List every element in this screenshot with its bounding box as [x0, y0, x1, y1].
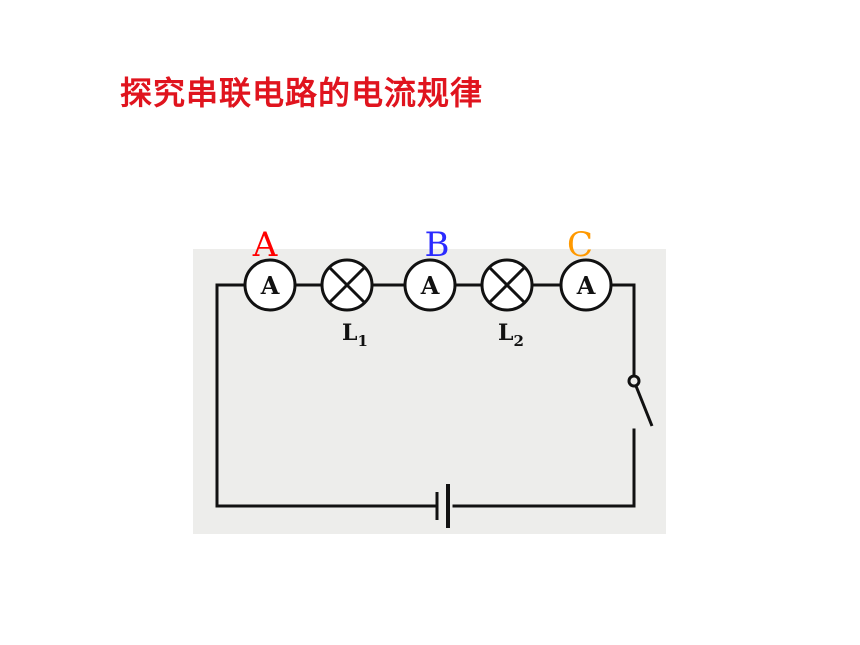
- ammeter-b: A: [403, 258, 457, 312]
- page-title: 探究串联电路的电流规律: [120, 74, 484, 112]
- point-c-label: C: [567, 225, 593, 265]
- ammeter-c-symbol: A: [576, 271, 596, 300]
- lamp-l2: [480, 258, 534, 312]
- point-b-label: B: [425, 225, 450, 265]
- circuit-wires: [215, 283, 636, 508]
- lamp-l1-label: L1: [342, 320, 368, 350]
- lamp-l2-label: L2: [498, 320, 524, 350]
- ammeter-c: A: [559, 258, 613, 312]
- switch-symbol: [627, 374, 654, 427]
- ammeter-a: A: [243, 258, 297, 312]
- ammeter-b-symbol: A: [420, 271, 440, 300]
- ammeter-a-symbol: A: [260, 271, 280, 300]
- lamp-l1: [320, 258, 374, 312]
- point-a-label: A: [252, 225, 278, 265]
- battery-symbol: [435, 484, 450, 528]
